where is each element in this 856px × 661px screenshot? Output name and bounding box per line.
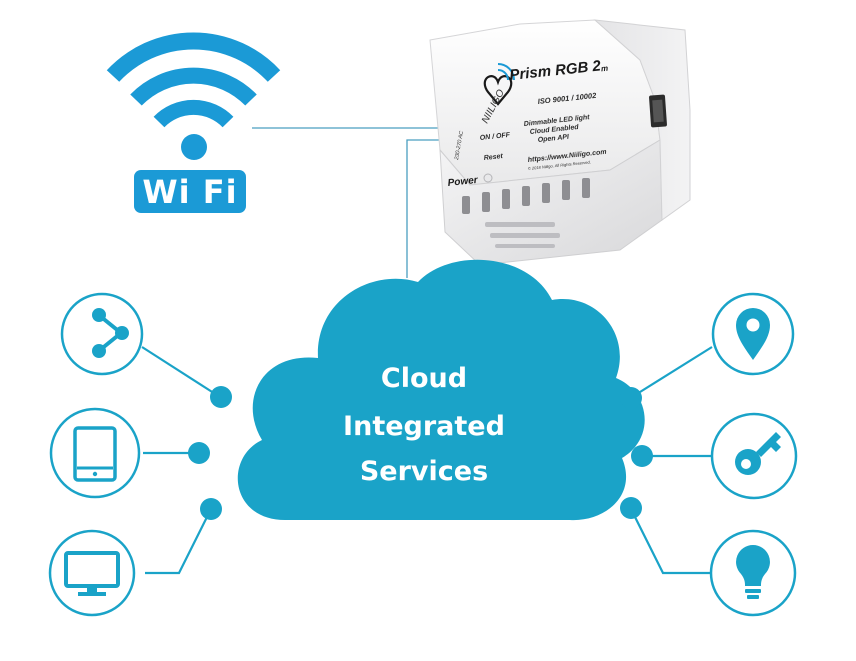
key-node bbox=[710, 412, 798, 500]
lightbulb-dot bbox=[620, 497, 642, 519]
location-dot bbox=[620, 387, 642, 409]
cloud-title-line-2: Integrated bbox=[343, 411, 505, 442]
device-switch-label: ON / OFF bbox=[479, 132, 511, 142]
monitor-icon bbox=[64, 551, 120, 596]
tablet-icon bbox=[73, 426, 117, 482]
device-reset-label: Reset bbox=[483, 153, 503, 162]
device-vents bbox=[462, 178, 590, 214]
connector-lines bbox=[252, 127, 456, 278]
share-connector bbox=[141, 346, 221, 398]
cloud-shape bbox=[237, 259, 645, 521]
location-connector bbox=[631, 346, 713, 398]
device-prism-rgb: NIILIGO Prism RGB 2m ISO 9001 / 10002 Di… bbox=[429, 19, 691, 266]
device-voltage-label: 230-270 AC bbox=[454, 131, 465, 162]
wifi-badge: Wi Fi bbox=[134, 170, 246, 213]
monitor-connector bbox=[145, 510, 211, 575]
key-icon bbox=[735, 432, 781, 475]
tablet-node bbox=[49, 407, 141, 499]
key-dot bbox=[631, 445, 653, 467]
lightbulb-icon bbox=[736, 545, 770, 599]
device-power-label: Power bbox=[447, 175, 479, 189]
location-pin-icon bbox=[736, 308, 770, 360]
device-feature-3: Open API bbox=[537, 134, 570, 144]
left-connectors bbox=[141, 346, 221, 575]
right-connectors bbox=[630, 346, 713, 575]
tablet-dot bbox=[188, 442, 210, 464]
cloud-title-line-3: Services bbox=[360, 456, 488, 487]
cloud-title-line-1: Cloud bbox=[381, 363, 467, 394]
lightbulb-node bbox=[709, 529, 797, 617]
lightbulb-connector bbox=[630, 508, 712, 575]
share-icon bbox=[92, 308, 129, 358]
location-node bbox=[711, 292, 795, 376]
left-dots bbox=[188, 386, 232, 520]
right-dots bbox=[620, 387, 653, 519]
cloud-services: Cloud Integrated Services bbox=[237, 259, 645, 521]
monitor-dot bbox=[200, 498, 222, 520]
share-dot bbox=[210, 386, 232, 408]
share-node bbox=[60, 292, 144, 376]
niiligo-logo bbox=[483, 63, 515, 106]
device-copyright: © 2018 Niiligo. All Rights Reserved. bbox=[528, 159, 591, 171]
wifi-icon bbox=[106, 32, 281, 160]
device-reset-button bbox=[483, 173, 493, 183]
wifi-label: Wi Fi bbox=[142, 173, 237, 211]
monitor-node bbox=[48, 529, 136, 617]
